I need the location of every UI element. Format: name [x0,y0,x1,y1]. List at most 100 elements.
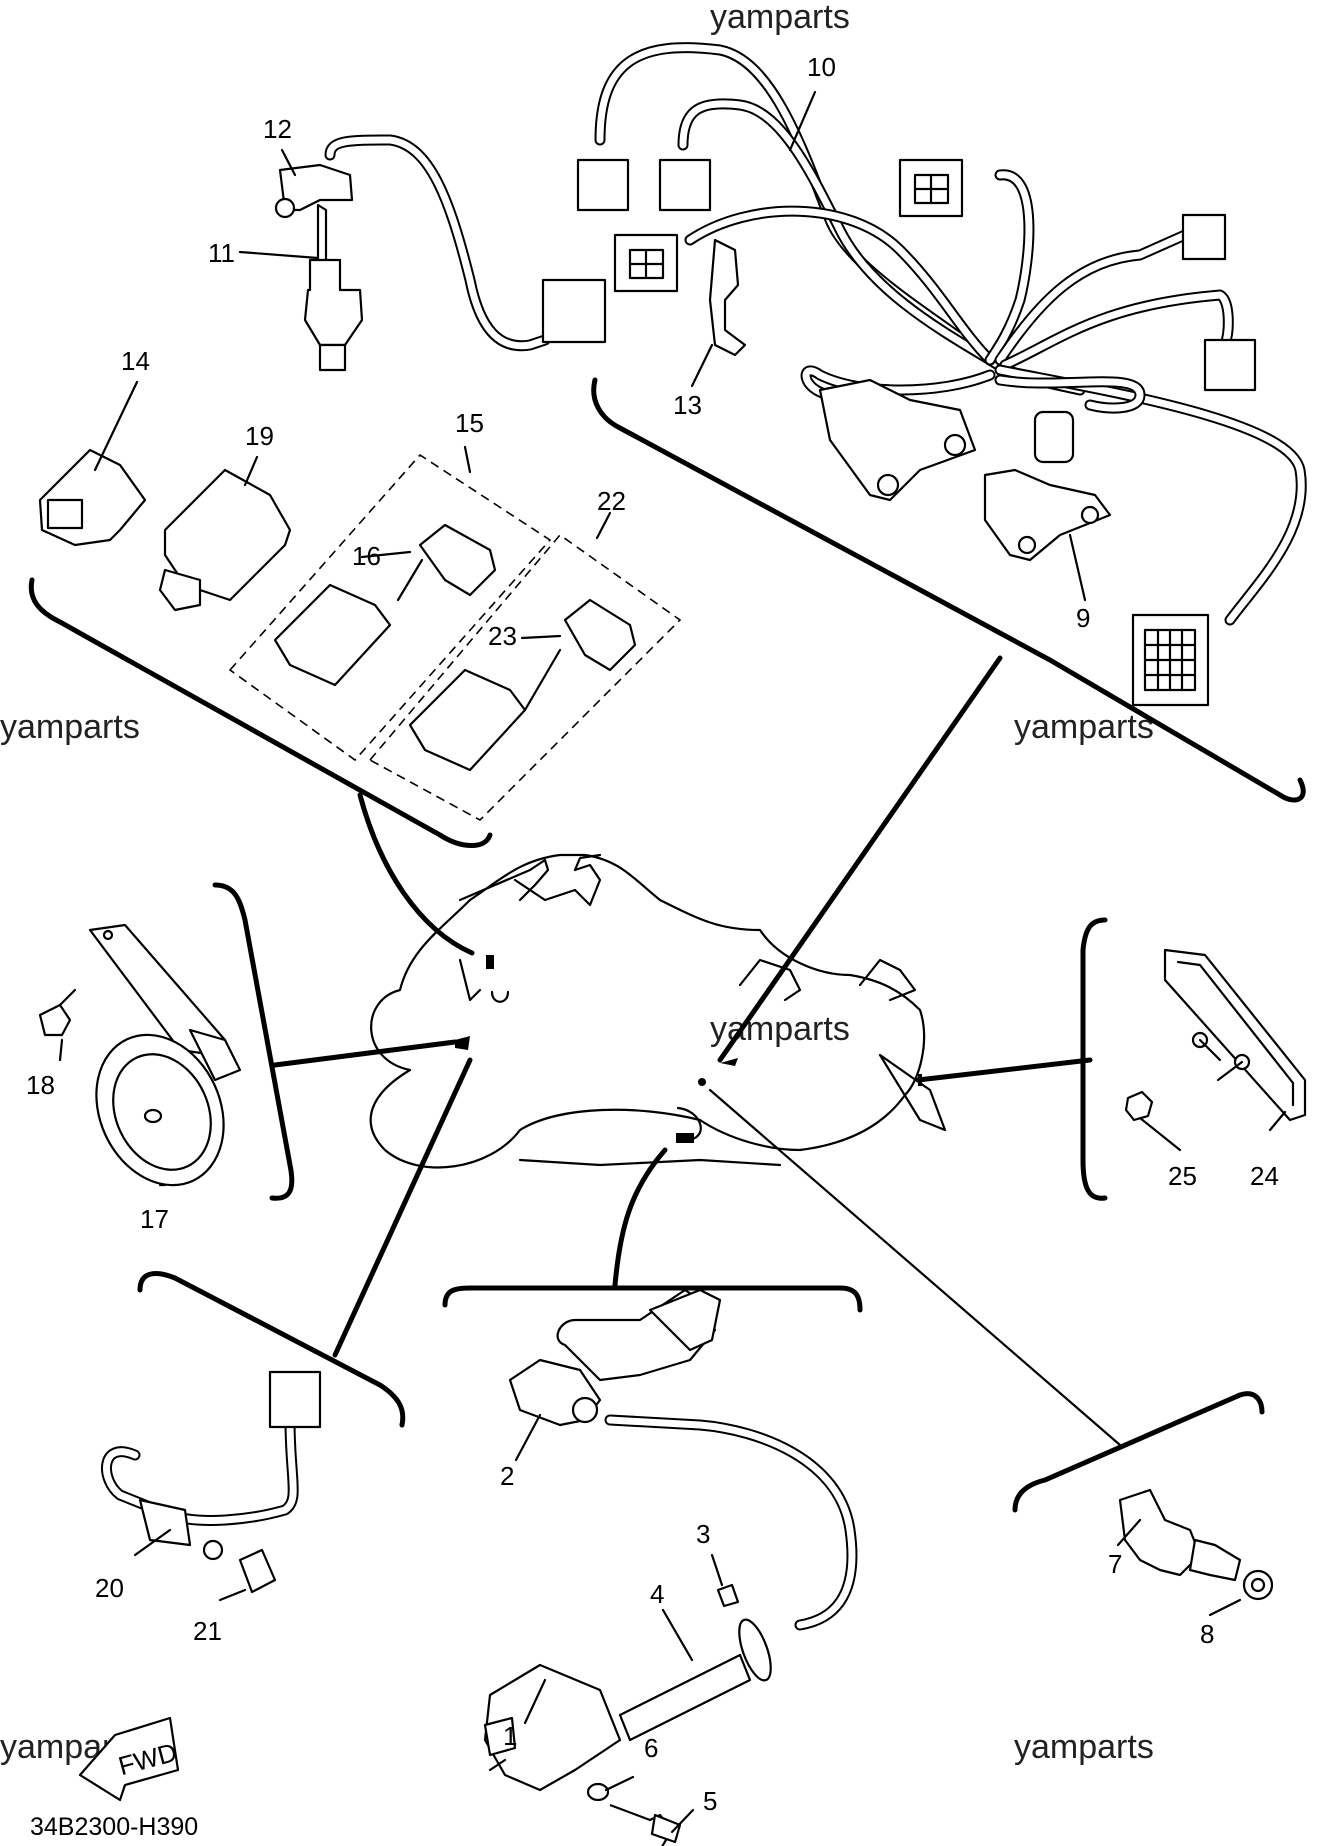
horn-mount [188,1028,242,1082]
mount-marker [676,1133,694,1143]
plug-cap-top [648,1288,722,1352]
coupler-part-16-mate [273,583,392,687]
sensor-part-9 [983,468,1112,562]
watermarks: yamparts yamparts yamparts yamparts yamp… [0,0,1154,1766]
coupler-part-23-mate [408,668,527,772]
harness-bracket [818,378,977,502]
collar-part-21 [238,1548,277,1594]
relay-part-19-plug [158,568,202,612]
callout-17: 17 [140,1204,169,1234]
tie-part-3 [716,1583,740,1608]
callout-15: 15 [455,408,484,438]
plate-part-24 [1163,948,1307,1122]
relay-group [38,448,682,821]
callout-11: 11 [208,238,235,268]
temp-sensor-part-7 [1118,1488,1202,1577]
harness-connector [1203,338,1257,392]
horn-part-17-center [143,1108,163,1124]
motorcycle-outline [369,853,947,1169]
relay-part-19 [163,468,292,602]
callout-10: 10 [807,52,836,82]
harness-connector [1033,410,1075,464]
callout-14: 14 [121,346,150,376]
mount-marker [455,1036,470,1050]
lead-part-20-terminal [202,1539,224,1561]
diagram-code: 34B2300-H390 [30,1813,198,1841]
sensor-part-9-hole [1017,535,1037,555]
watermark-left: yamparts [0,708,140,746]
callout-22: 22 [597,486,626,516]
plate-group [1124,948,1307,1122]
horn-part-17-face [112,1053,212,1171]
callout-6: 6 [644,1733,658,1763]
ignition-coil-group [483,1288,858,1846]
callout-25: 25 [1168,1161,1197,1191]
callout-2: 2 [500,1461,514,1491]
harness-connector [1181,213,1227,261]
gasket-part-8-hole [1250,1577,1266,1593]
lead-cover-part-4 [618,1653,752,1742]
callout-23: 23 [488,621,517,651]
kit-frame-22 [368,533,682,821]
bolt-part-18 [38,1003,72,1037]
callout-12: 12 [263,114,292,144]
nut-part-25 [1124,1090,1154,1122]
fwd-arrow-icon [78,1716,180,1802]
relay-part-14 [38,448,147,547]
harness-connector [658,158,712,212]
group-brackets [28,377,1306,1513]
callout-24: 24 [1250,1161,1279,1191]
callout-4: 4 [650,1579,664,1609]
harness-bracket-hole [876,473,900,497]
callout-18: 18 [26,1070,55,1100]
horn-group [38,923,242,1187]
callout-13: 13 [673,390,702,420]
lead-grommet [738,1618,772,1682]
watermark-top: yamparts [710,0,850,36]
lead-part-20 [138,1498,192,1547]
bolt-part-5-head [650,1813,682,1844]
callout-leaders [58,90,1287,1834]
bracket-part-12-hole [274,197,296,219]
harness-bracket-hole [943,433,967,457]
sensor-lead-group [101,1370,322,1594]
callout-8: 8 [1200,1619,1214,1649]
callout-21: 21 [193,1616,222,1646]
callout-9: 9 [1076,603,1090,633]
horn-bracket-hole [102,929,114,941]
relay-part-14-face [46,498,84,530]
mount-marker [720,1058,738,1066]
callout-labels: 1 2 3 4 5 6 7 8 9 10 11 12 13 14 15 16 1… [26,52,1279,1816]
harness-connector [541,278,607,344]
sensor-tip-11 [318,343,347,372]
harness-connector [576,158,630,212]
mount-marker [490,990,510,1003]
temp-sensor-part-7-tip [1188,1538,1242,1582]
sensor-part-11 [303,258,364,347]
group-leader-lines [272,655,1122,1447]
lead-connector-20 [268,1370,322,1429]
callout-1: 1 [503,1721,517,1751]
coupler-part-23 [563,598,637,672]
mount-markers [455,955,922,1143]
callout-3: 3 [696,1519,710,1549]
sensor-part-9-hole [1080,505,1100,525]
clamp-part-13 [708,238,747,357]
callout-7: 7 [1108,1549,1122,1579]
temp-sensor-group [1118,1488,1274,1601]
callout-20: 20 [95,1573,124,1603]
washer-part-6 [586,1782,610,1802]
coupler-part-16 [418,523,497,597]
watermark-bottom-right: yamparts [1014,1728,1154,1766]
callout-16: 16 [352,541,381,571]
kit-frame-15 [228,453,552,762]
callout-5: 5 [703,1786,717,1816]
ignition-coil-terminal [483,1716,517,1757]
callout-19: 19 [245,421,274,451]
mount-marker [486,955,494,969]
watermark-right: yamparts [1014,708,1154,746]
mount-marker [698,1078,706,1086]
wire-harness-group [274,42,1307,707]
plug-cap-part-2-end [571,1396,599,1424]
